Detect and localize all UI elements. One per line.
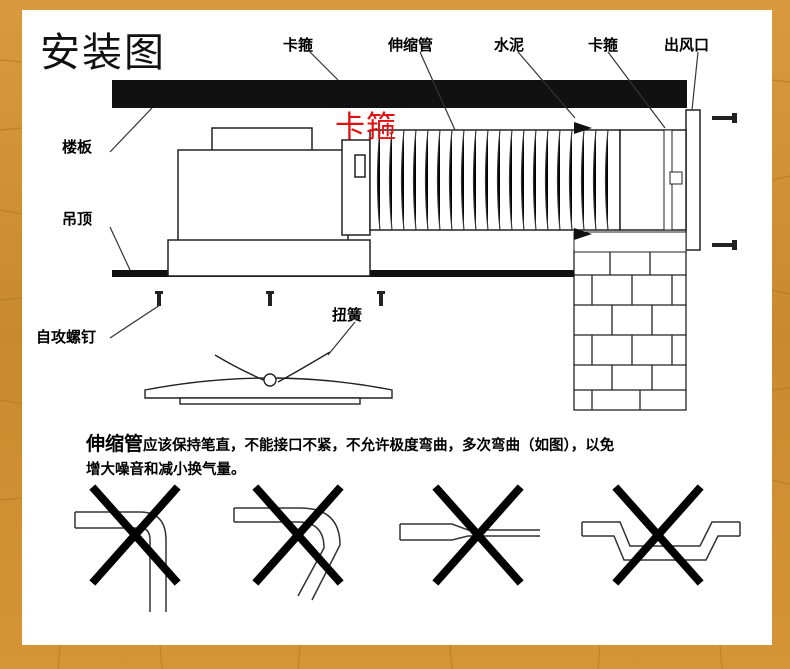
self-tapping-screws [155, 291, 385, 306]
bend-example-3 [399, 523, 540, 541]
warning-text: 伸缩管应该保持笔直，不能接口不紧，不允许极度弯曲，多次弯曲（如图），以免 增大噪… [86, 432, 726, 482]
label-screws: 自攻螺钉 [36, 328, 97, 346]
floor-slab [112, 80, 687, 108]
diagram-title: 安装图 [40, 30, 166, 76]
warning-line2: 增大噪音和减小换气量。 [86, 462, 246, 478]
outlet-plate [685, 109, 701, 251]
brick-wall [573, 249, 687, 411]
cross-mark-icon [612, 484, 704, 586]
label-spring: 扭簧 [332, 306, 363, 324]
cross-mark-icon [89, 484, 181, 586]
cross-mark-icon [252, 484, 344, 586]
fan-housing [167, 127, 371, 277]
bend-example-1 [74, 511, 167, 612]
label-floor-slab: 楼板 [62, 138, 93, 156]
grille-cover [144, 351, 393, 405]
warning-lead: 伸缩管 [86, 433, 144, 455]
bend-example-2 [233, 507, 341, 601]
cement-marker-bottom [574, 228, 592, 240]
label-ceiling: 吊顶 [62, 210, 93, 228]
label-clamp-red: 卡箍 [335, 110, 397, 145]
label-outlet: 出风口 [664, 36, 710, 54]
label-clamp-1: 卡箍 [283, 36, 314, 54]
flexible-pipe [369, 129, 687, 231]
label-flex-pipe: 伸缩管 [388, 36, 434, 54]
warning-line1: 应该保持笔直，不能接口不紧，不允许极度弯曲，多次弯曲（如图），以免 [143, 438, 615, 454]
cross-mark-icon [432, 484, 524, 586]
outlet-screws [712, 113, 737, 250]
cement-block [573, 231, 687, 253]
cement-marker-top [574, 122, 592, 134]
leader-lines [109, 51, 699, 356]
label-cement: 水泥 [494, 36, 525, 54]
label-clamp-2: 卡箍 [588, 36, 619, 54]
